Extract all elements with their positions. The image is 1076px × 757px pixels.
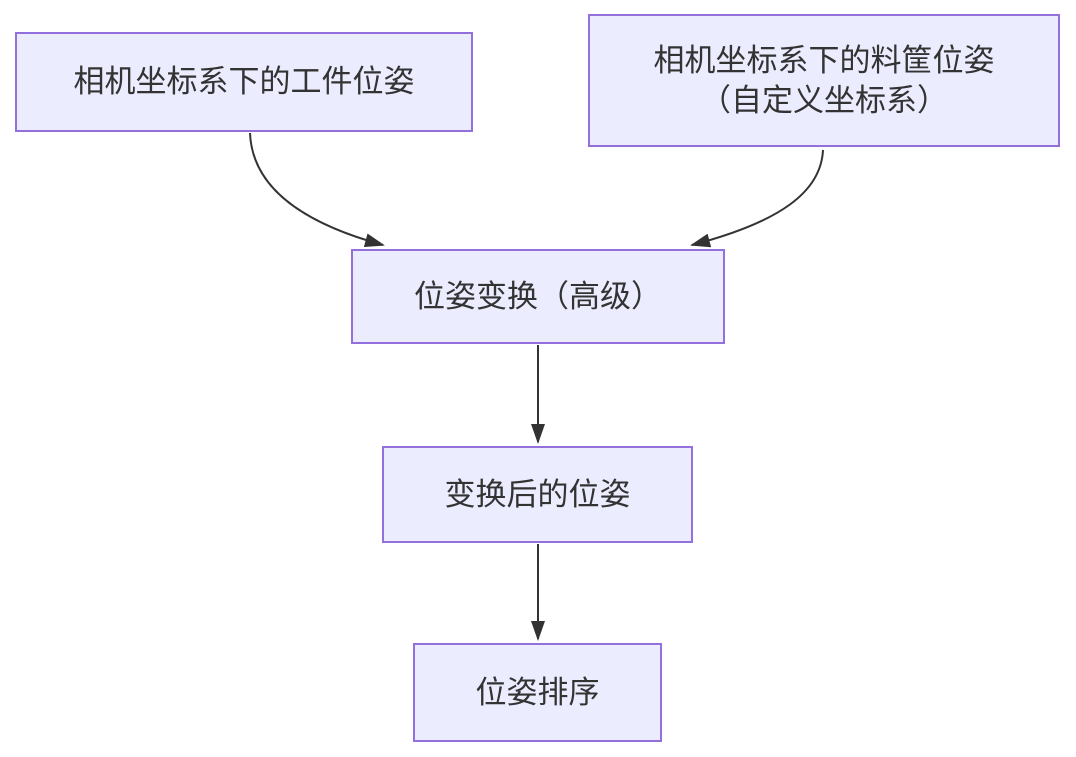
node-label-line-2: （自定义坐标系） (700, 82, 948, 118)
node-label: 位姿变换（高级） (414, 278, 662, 314)
node-label: 相机坐标系下的料筐位姿 （自定义坐标系） (654, 41, 995, 121)
node-pose-sorting: 位姿排序 (413, 643, 662, 742)
node-basket-pose-in-camera-frame: 相机坐标系下的料筐位姿 （自定义坐标系） (588, 14, 1060, 147)
node-label: 变换后的位姿 (444, 476, 631, 512)
node-pose-transformation-advanced: 位姿变换（高级） (351, 249, 725, 344)
node-workpiece-pose-in-camera-frame: 相机坐标系下的工件位姿 (15, 32, 473, 132)
edge-basket-pose-to-pose-transform (690, 149, 824, 248)
edge-workpiece-pose-to-pose-transform (249, 132, 385, 248)
node-transformed-pose: 变换后的位姿 (382, 446, 693, 543)
node-label-line-1: 相机坐标系下的料筐位姿 (653, 42, 995, 78)
node-label: 位姿排序 (475, 674, 600, 710)
node-label: 相机坐标系下的工件位姿 (73, 64, 415, 99)
